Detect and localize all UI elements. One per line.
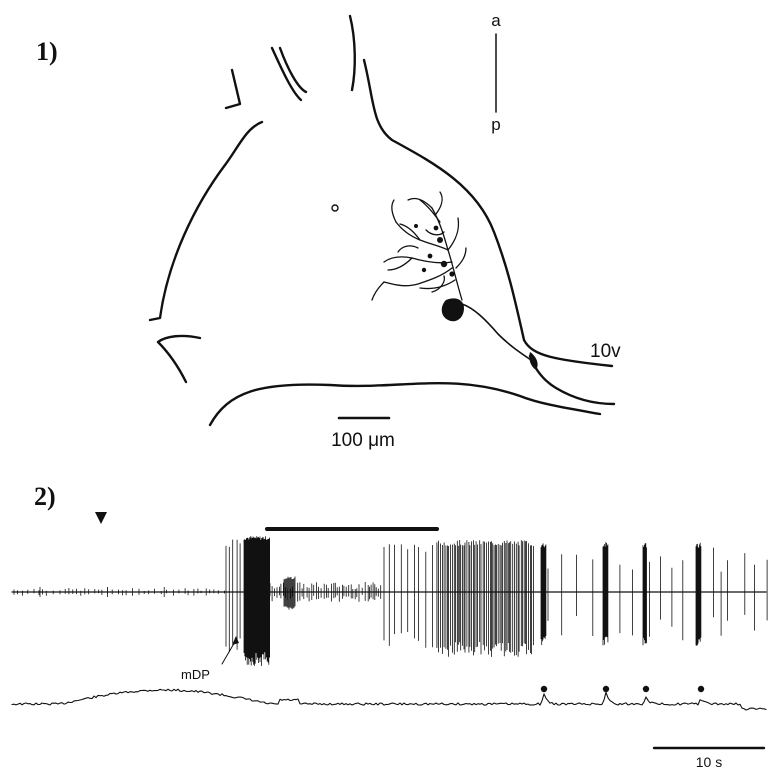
axon-swelling [529,352,537,370]
fiducial-circle [332,205,338,211]
membrane-potential-trace [12,689,766,710]
outline-fiber-top [350,16,355,90]
nerve-label-10v: 10v [590,341,621,362]
panel-2-label: 2) [34,482,56,511]
spatial-scale-bar: 100 μm [331,418,395,451]
outline-fiber-left [272,48,301,100]
spike-marks [14,536,767,666]
orientation-anterior-label: a [491,11,501,30]
orientation-marker: a p [491,11,501,134]
spatial-scale-label: 100 μm [331,430,395,451]
outline-stub-left [226,70,240,108]
neuron-soma [442,298,464,321]
outline-nerve-root [530,356,614,404]
time-scale-bar: 10 s [654,748,764,770]
dendritic-arbor [372,192,466,300]
outline-bottom-edge [210,383,600,425]
mdp-label: mDP [181,667,210,682]
event-markers [541,686,704,692]
stimulus-arrowhead [95,512,107,524]
outline-left-lobe [158,336,200,382]
ganglion-outline [150,16,614,425]
event-marker-dot [698,686,704,692]
outline-right-edge [364,60,612,366]
orientation-posterior-label: p [491,115,500,134]
event-marker-dot [643,686,649,692]
event-marker-dot [541,686,547,692]
mdp-annotation: mDP [181,636,239,682]
neuron-drawing [372,192,538,370]
outline-left-edge [150,122,262,320]
event-marker-dot [603,686,609,692]
time-scale-label: 10 s [696,754,722,770]
outline-fiber-left-b [280,48,306,92]
nerve-recording-trace [12,536,767,666]
panel-1-label: 1) [36,37,58,66]
